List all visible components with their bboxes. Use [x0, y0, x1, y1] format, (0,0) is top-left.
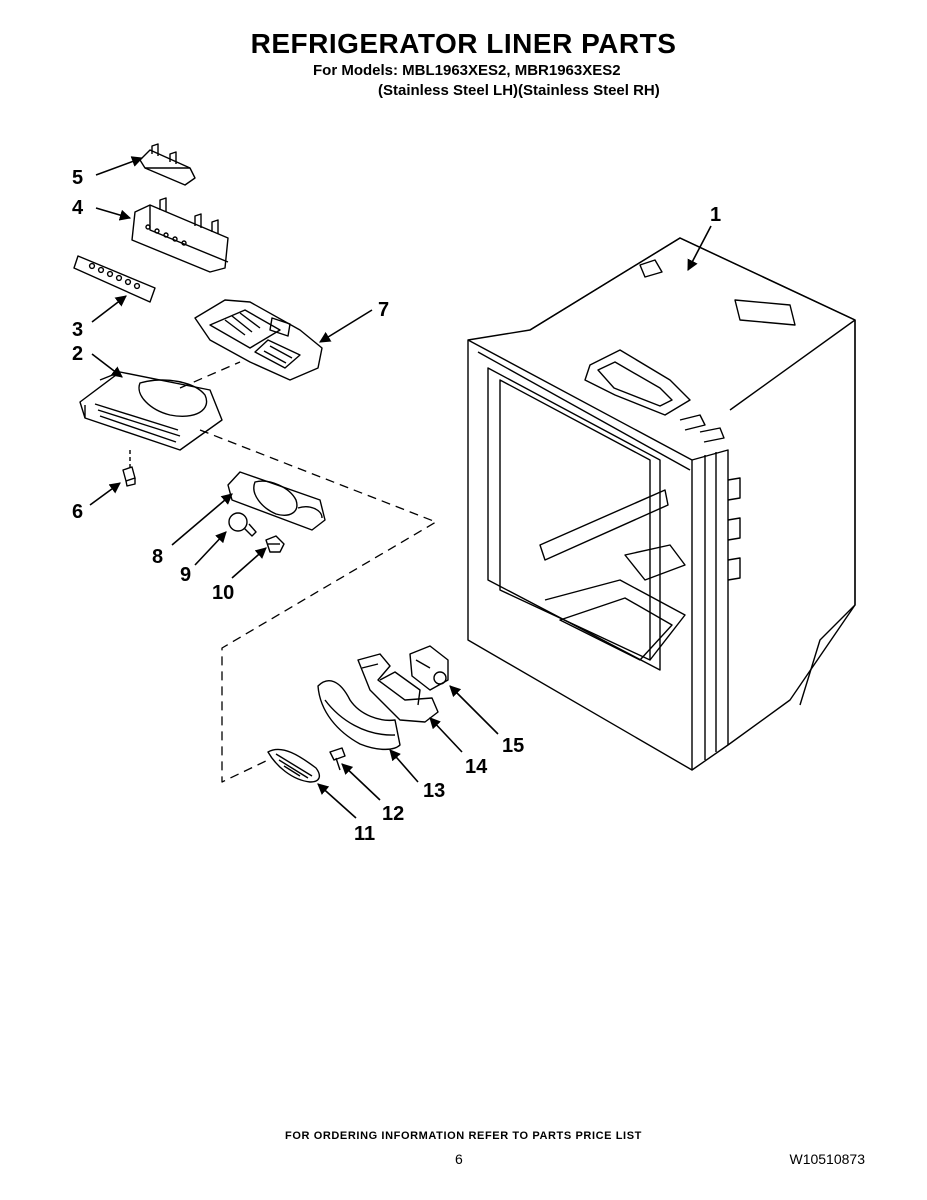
small-bracket: [139, 143, 196, 186]
light-housing: [79, 371, 223, 470]
switch-module: [409, 645, 449, 691]
callout-8: 8: [152, 546, 163, 568]
control-overlay: [73, 255, 156, 303]
callout-11: 11: [354, 823, 375, 845]
assembly-dashed-lines: [179, 361, 437, 783]
page-title: REFRIGERATOR LINER PARTS: [250, 28, 677, 59]
light-bulb: [228, 512, 257, 537]
liner-cabinet: [467, 237, 856, 771]
callout-9: 9: [180, 564, 191, 586]
callout-12: 12: [382, 803, 404, 825]
variants-line: (Stainless Steel LH)(Stainless Steel RH): [378, 82, 660, 99]
dispenser-housing: [317, 680, 401, 751]
screw: [329, 747, 346, 771]
bulb-socket: [265, 535, 285, 553]
callout-13: 13: [423, 780, 445, 802]
callout-10: 10: [212, 582, 234, 604]
callout-3: 3: [72, 319, 83, 341]
light-cover: [194, 299, 323, 381]
actuator-assembly: [357, 653, 439, 723]
callout-arrows: [89, 156, 712, 819]
document-number: W10510873: [789, 1151, 865, 1167]
callout-1: 1: [710, 204, 721, 226]
callout-15: 15: [502, 735, 524, 757]
ordering-note: FOR ORDERING INFORMATION REFER TO PARTS …: [285, 1130, 642, 1142]
callout-14: 14: [465, 756, 488, 778]
page-number: 6: [455, 1151, 463, 1167]
callout-7: 7: [378, 299, 389, 321]
control-board: [131, 197, 229, 273]
models-line: For Models: MBL1963XES2, MBR1963XES2: [313, 62, 621, 79]
dispenser-bezel: [267, 748, 321, 783]
switch: [122, 466, 136, 487]
callout-4: 4: [72, 197, 84, 219]
callout-5: 5: [72, 167, 83, 189]
callout-2: 2: [72, 343, 83, 365]
callout-labels: 1 2 3 4 5 6 7 8 9 10 11 12 13 14 15: [72, 167, 721, 845]
callout-6: 6: [72, 501, 83, 523]
